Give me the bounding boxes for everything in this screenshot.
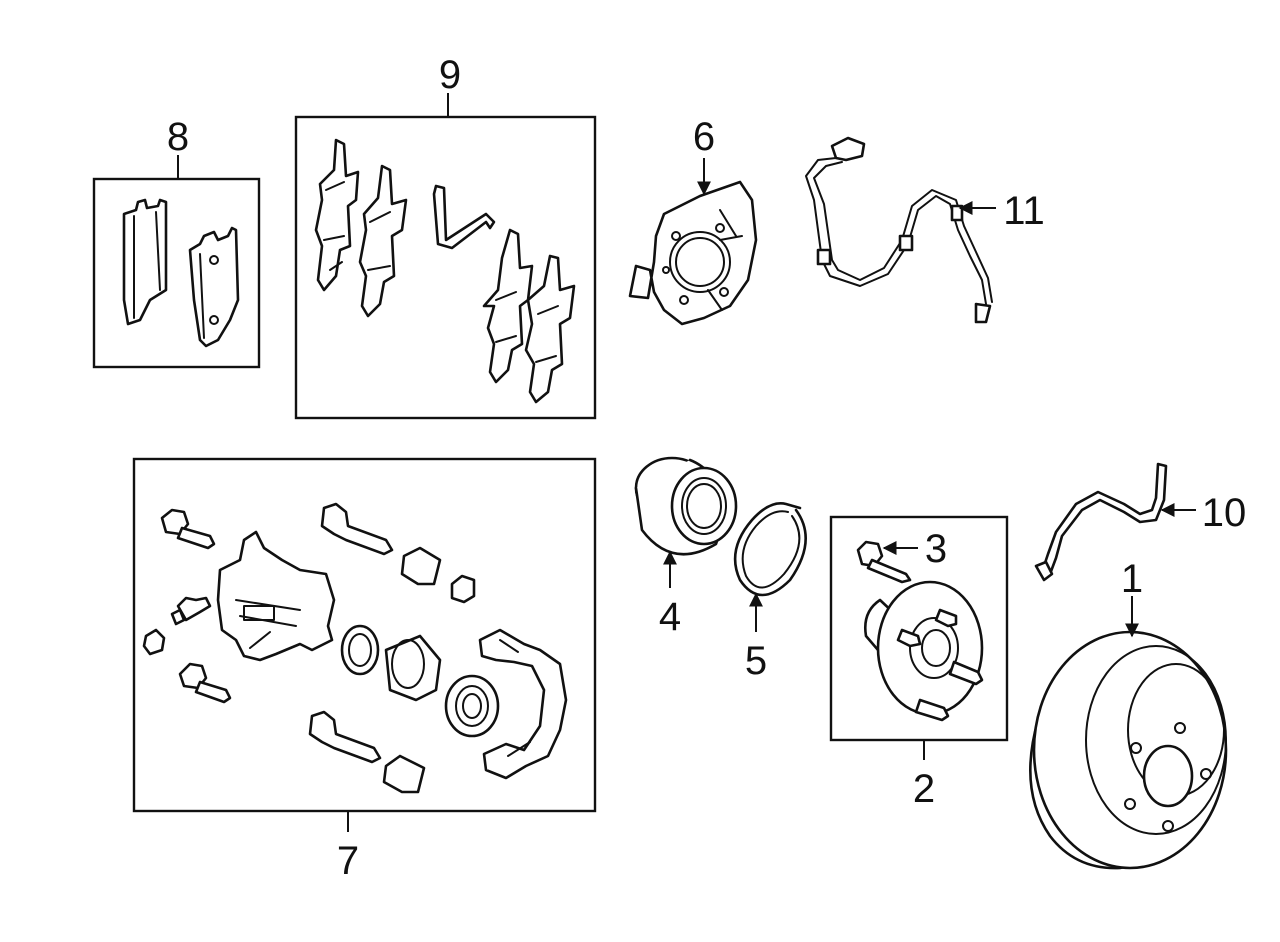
snap-ring-drawing [733, 502, 807, 597]
callout-6: 6 [693, 115, 715, 159]
callout-4: 4 [659, 595, 681, 639]
hardware-kit-drawing [314, 138, 576, 404]
abs-sensor-rear-drawing [1034, 462, 1168, 582]
callout-1: 1 [1121, 557, 1143, 601]
dust-shield-drawing [628, 180, 758, 326]
pad-box-8 [92, 177, 261, 369]
wheel-hub-drawing [864, 580, 984, 722]
callout-8: 8 [167, 115, 189, 159]
callout-7: 7 [337, 839, 359, 883]
callout-2: 2 [913, 767, 935, 811]
brake-pad-pair-drawing [122, 198, 240, 348]
caliper-assembly-drawing [142, 502, 568, 794]
callout-11: 11 [1003, 189, 1045, 233]
hub-box-2 [829, 515, 1009, 742]
hub-bolt-drawing [856, 540, 912, 584]
abs-sensor-front-drawing [805, 136, 993, 324]
callout-3: 3 [925, 527, 947, 571]
callout-9: 9 [439, 53, 461, 97]
caliper-box-7 [132, 457, 597, 813]
hardware-box-9 [294, 115, 597, 420]
wheel-bearing-drawing [634, 456, 738, 556]
brake-rotor-drawing [1029, 630, 1228, 870]
callout-5: 5 [745, 639, 767, 683]
callout-10: 10 [1202, 491, 1247, 535]
